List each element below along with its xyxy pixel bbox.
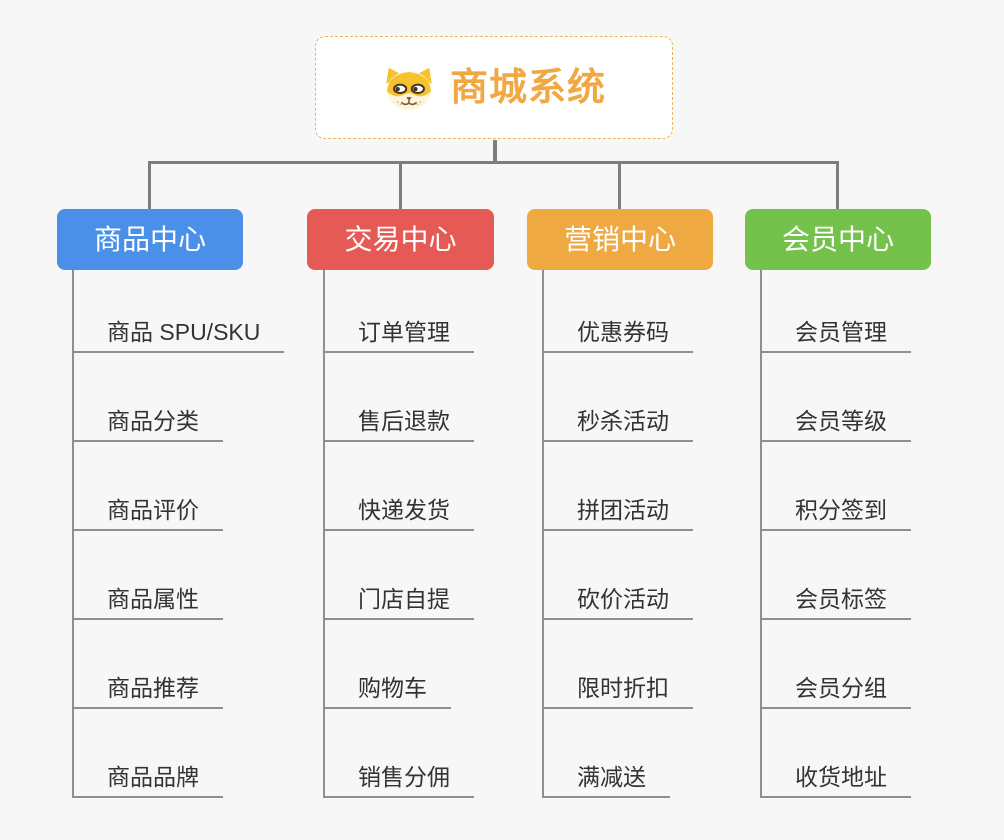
children-column-member: 会员管理 会员等级 积分签到 会员标签 会员分组 收货地址 <box>760 270 911 798</box>
child-node[interactable]: 商品品牌 <box>74 709 223 798</box>
root-title: 商城系统 <box>449 66 606 109</box>
child-node[interactable]: 优惠券码 <box>544 270 693 353</box>
connector-drop-member <box>836 161 839 209</box>
children-column-marketing: 优惠券码 秒杀活动 拼团活动 砍价活动 限时折扣 满减送 <box>542 270 693 798</box>
branch-node-member[interactable]: 会员中心 <box>745 209 931 270</box>
child-node[interactable]: 收货地址 <box>762 709 911 798</box>
child-node[interactable]: 会员管理 <box>762 270 911 353</box>
child-node[interactable]: 商品属性 <box>74 531 223 620</box>
child-node[interactable]: 售后退款 <box>325 353 474 442</box>
child-node[interactable]: 商品分类 <box>74 353 223 442</box>
shiba-dog-icon <box>386 67 432 110</box>
child-node[interactable]: 订单管理 <box>325 270 474 353</box>
child-node[interactable]: 会员等级 <box>762 353 911 442</box>
children-column-product: 商品 SPU/SKU 商品分类 商品评价 商品属性 商品推荐 商品品牌 <box>72 270 285 798</box>
connector-root-stub <box>493 140 497 164</box>
child-node[interactable]: 快递发货 <box>325 442 474 531</box>
connector-drop-marketing <box>618 161 621 209</box>
child-node[interactable]: 拼团活动 <box>544 442 693 531</box>
root-node[interactable]: 商城系统 <box>315 36 673 139</box>
child-node[interactable]: 会员分组 <box>762 620 911 709</box>
child-node[interactable]: 商品评价 <box>74 442 223 531</box>
child-node[interactable]: 销售分佣 <box>325 709 474 798</box>
connector-drop-product <box>148 161 151 209</box>
connector-bus <box>149 161 839 164</box>
child-node[interactable]: 积分签到 <box>762 442 911 531</box>
children-column-trade: 订单管理 售后退款 快递发货 门店自提 购物车 销售分佣 <box>323 270 474 798</box>
connector-drop-trade <box>399 161 402 209</box>
child-node[interactable]: 门店自提 <box>325 531 474 620</box>
branch-node-product[interactable]: 商品中心 <box>57 209 243 270</box>
branch-node-marketing[interactable]: 营销中心 <box>527 209 713 270</box>
child-node[interactable]: 限时折扣 <box>544 620 693 709</box>
child-node[interactable]: 商品推荐 <box>74 620 223 709</box>
branch-node-trade[interactable]: 交易中心 <box>307 209 494 270</box>
child-node[interactable]: 满减送 <box>544 709 670 798</box>
child-node[interactable]: 商品 SPU/SKU <box>74 270 285 353</box>
child-node[interactable]: 秒杀活动 <box>544 353 693 442</box>
child-node[interactable]: 砍价活动 <box>544 531 693 620</box>
child-node[interactable]: 会员标签 <box>762 531 911 620</box>
child-node[interactable]: 购物车 <box>325 620 451 709</box>
